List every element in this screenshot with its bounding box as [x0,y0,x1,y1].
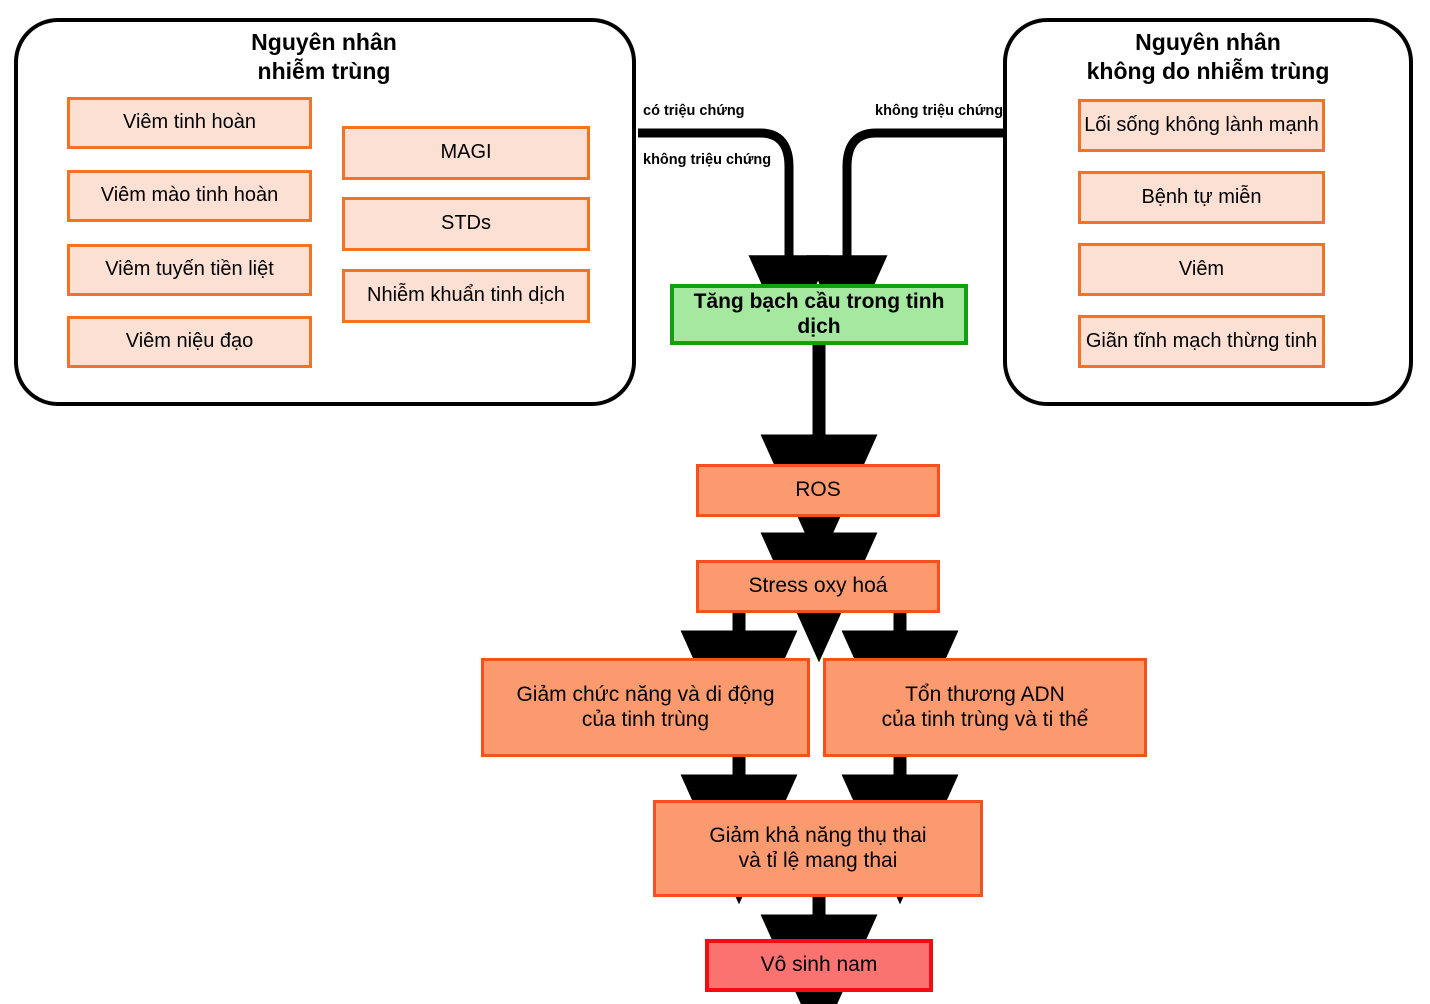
node-leukocytospermia[interactable]: Tăng bạch cầu trong tinh dịch [670,284,968,345]
chip-varicocele-label: Giãn tĩnh mạch thừng tinh [1085,329,1318,352]
edge-label-asymptomatic-right: không triệu chứng [875,103,1004,119]
chip-semen-bacterial-infection-label: Nhiễm khuẩn tinh dịch [367,284,565,307]
chip-epididymitis[interactable]: Viêm mào tinh hoàn [67,170,312,222]
chip-prostatitis[interactable]: Viêm tuyến tiền liệt [67,244,312,296]
edge-label-asymptomatic-left: không triệu chứng [643,152,772,168]
chip-stds-label: STDs [441,212,491,235]
node-reduced-fertility-label: Giảm khả năng thụ thai và tỉ lệ mang tha… [709,823,927,872]
node-dna-damage-label: Tổn thương ADN của tinh trùng và ti thể [881,682,1089,731]
chip-urethritis[interactable]: Viêm niệu đạo [67,316,312,368]
chip-semen-bacterial-infection[interactable]: Nhiễm khuẩn tinh dịch [342,269,590,323]
node-male-infertility-label: Vô sinh nam [760,953,878,977]
chip-orchitis-label: Viêm tinh hoàn [122,111,257,134]
chip-urethritis-label: Viêm niệu đạo [125,330,254,353]
chip-magi-label: MAGI [440,141,492,164]
node-reduced-sperm-function-label: Giảm chức năng và di động của tinh trùng [516,682,775,731]
chip-autoimmune-disease-label: Bệnh tự miễn [1141,185,1262,208]
node-reduced-sperm-function[interactable]: Giảm chức năng và di động của tinh trùng [481,658,810,757]
node-male-infertility[interactable]: Vô sinh nam [705,939,933,992]
chip-inflammation[interactable]: Viêm [1078,243,1325,296]
edge-label-symptomatic: có triệu chứng [643,103,745,119]
connector-right-asymptomatic [806,128,1003,346]
chip-epididymitis-label: Viêm mào tinh hoàn [100,184,279,207]
node-leukocytospermia-label: Tăng bạch cầu trong tinh dịch [693,289,945,338]
chip-inflammation-label: Viêm [1178,257,1225,280]
node-oxidative-stress-label: Stress oxy hoá [748,574,888,598]
chip-stds[interactable]: STDs [342,197,590,251]
chip-magi[interactable]: MAGI [342,126,590,180]
chip-unhealthy-lifestyle-label: Lối sống không lành mạnh [1084,113,1319,136]
node-reduced-fertility[interactable]: Giảm khả năng thụ thai và tỉ lệ mang tha… [653,800,983,897]
panel-noninfectious-causes-title: Nguyên nhân không do nhiễm trùng [1086,29,1330,84]
node-oxidative-stress[interactable]: Stress oxy hoá [696,560,940,613]
chip-varicocele[interactable]: Giãn tĩnh mạch thừng tinh [1078,315,1325,368]
chip-autoimmune-disease[interactable]: Bệnh tự miễn [1078,171,1325,224]
chip-unhealthy-lifestyle[interactable]: Lối sống không lành mạnh [1078,99,1325,152]
node-ros[interactable]: ROS [696,464,940,517]
chip-prostatitis-label: Viêm tuyến tiền liệt [105,258,274,281]
node-dna-damage[interactable]: Tổn thương ADN của tinh trùng và ti thể [823,658,1147,757]
node-ros-label: ROS [795,478,841,502]
chip-orchitis[interactable]: Viêm tinh hoàn [67,97,312,149]
panel-infectious-causes-title: Nguyên nhân nhiễm trùng [251,29,397,84]
